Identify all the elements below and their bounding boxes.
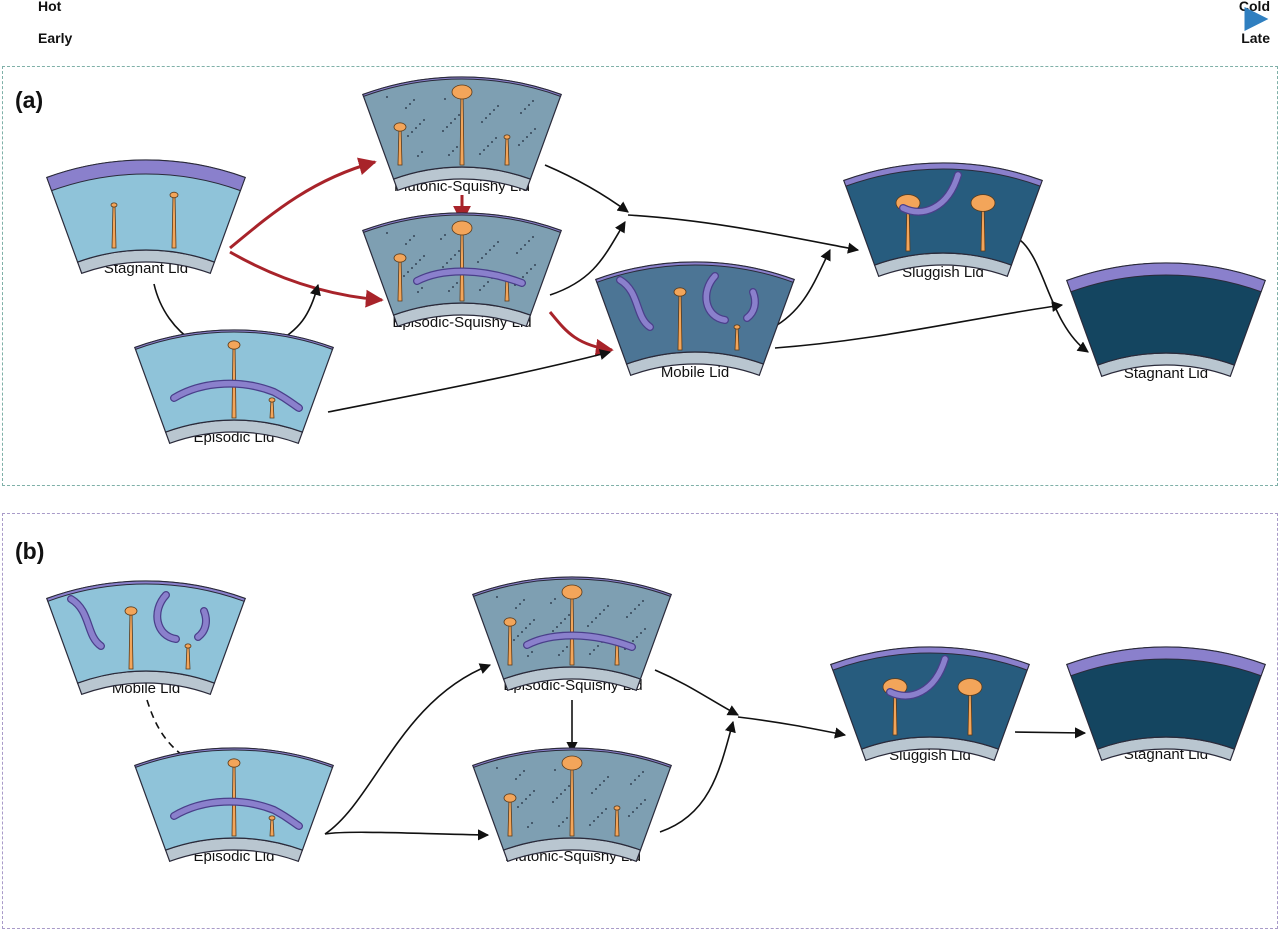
arrow-b-junction-to-sluggish [737,716,847,739]
wedge-a-episodic [134,329,334,445]
node-b-episodic-label: Episodic Lid [193,848,275,865]
wedge-b-plutonic [472,747,672,863]
arrow-b-episodic-to-episodic-squishy [324,663,492,835]
arrow-a-stagnant-to-episodic-squishy [229,250,384,308]
arrow-a-episodic-squishy-to-mobile [548,311,614,357]
node-a-sluggish-label: Sluggish Lid [902,264,984,281]
arrow-a-plutonic-to-junction [544,164,629,213]
node-a-stagnant-end-label: Stagnant Lid [1123,365,1209,382]
wedge-b-sluggish [830,646,1030,762]
wedge-a-mobile [595,261,795,377]
wedge-a-stagnant-start [46,159,246,275]
arrow-b-plutonic-to-junction [659,720,736,833]
arrow-b-sluggish-to-stagnant [1014,727,1087,739]
wedge-b-stagnant-end [1066,646,1266,762]
arrow-b-mobile-to-episodic [146,699,193,763]
arrow-a-episodic-to-mobile [327,349,612,413]
panel-a-label: (a) [15,87,44,113]
wedge-a-plutonic [362,76,562,192]
panel-b-arrows [146,663,1087,841]
arrow-a-mobile-to-stagnant [774,300,1064,349]
arrow-a-junction-to-sluggish [627,214,860,254]
panel-b-label: (b) [15,538,45,564]
wedge-a-sluggish [843,162,1043,278]
panel-a: (a) [2,66,1278,486]
node-b-sluggish-label: Sluggish Lid [889,747,971,764]
arrow-a-mobile-to-sluggish [771,248,831,329]
arrow-b-episodic-squishy-to-junction [654,669,739,716]
arrow-a-sluggish-to-stagnant [1019,239,1089,353]
arrow-a-stagnant-to-plutonic [229,157,377,250]
scale-late-label: Late [1241,30,1270,46]
wedge-a-stagnant-end [1066,262,1266,378]
panel-b: (b) [2,513,1278,929]
scale-hot-label: Hot [38,0,62,14]
wedge-b-episodic [134,747,334,863]
node-a-mobile-label: Mobile Lid [660,364,730,381]
node-a-stagnant-start-label: Stagnant Lid [103,260,189,277]
arrow-b-episodic-to-plutonic [324,829,490,841]
wedge-b-episodic-squishy [472,576,672,692]
arrow-a-episodic-squishy-to-junction [549,221,626,296]
wedge-a-episodic-squishy [362,212,562,328]
scale-early-label: Early [38,30,73,46]
wedge-b-mobile [46,580,246,696]
